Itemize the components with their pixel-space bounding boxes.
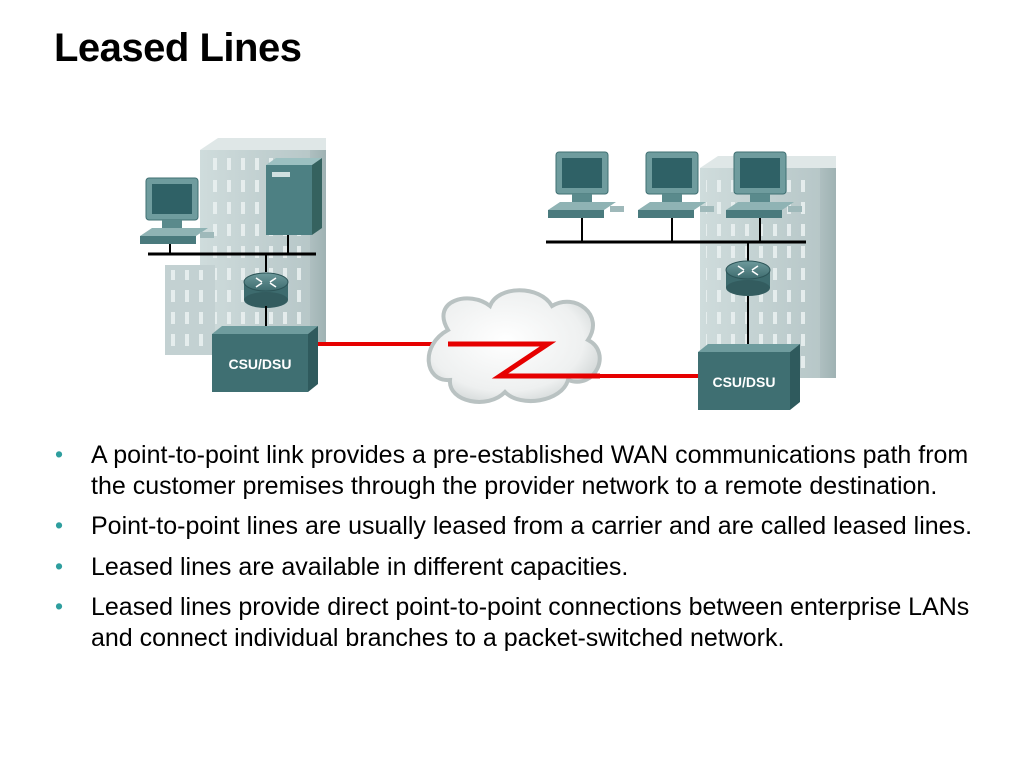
bullet-item: • Leased lines are available in differen… [54, 552, 984, 583]
right-lan-segment [546, 218, 806, 262]
bullet-text: Point-to-point lines are usually leased … [91, 512, 973, 540]
right-csu-dsu-label: CSU/DSU [712, 374, 775, 390]
wan-link-lightning [448, 341, 700, 379]
bullet-dot-icon: • [55, 552, 64, 579]
left-csu-dsu-device [212, 326, 318, 392]
network-diagram: CSU/DSU [140, 138, 836, 410]
right-csu-dsu-device [698, 344, 800, 410]
right-workstation-2-icon [638, 151, 714, 218]
bullet-text: Leased lines are available in different … [91, 552, 629, 581]
bullet-item: • A point-to-point link provides a pre-e… [54, 440, 984, 501]
bullet-item: • Point-to-point lines are usually lease… [54, 511, 984, 542]
left-lan-segment [148, 235, 316, 272]
bullet-item: • Leased lines provide direct point-to-p… [54, 592, 984, 653]
bullet-text: Leased lines provide direct point-to-poi… [91, 593, 970, 652]
right-site: CSU/DSU [546, 151, 836, 410]
bullet-text: A point-to-point link provides a pre-est… [91, 441, 969, 500]
right-workstation-3-icon [726, 151, 802, 218]
left-workstation-icon [140, 177, 214, 244]
right-workstation-1-icon [548, 151, 624, 218]
right-router-icon [725, 260, 771, 296]
left-server-icon [266, 158, 322, 235]
left-building [165, 138, 326, 355]
left-csu-dsu-label: CSU/DSU [228, 356, 291, 372]
bullet-list: • A point-to-point link provides a pre-e… [54, 440, 984, 663]
bullet-dot-icon: • [55, 512, 64, 538]
bullet-dot-icon: • [55, 593, 64, 619]
left-router-icon [243, 272, 289, 308]
left-site: CSU/DSU [140, 138, 326, 392]
bullet-dot-icon: • [55, 441, 64, 467]
slide-title: Leased Lines [54, 26, 302, 70]
